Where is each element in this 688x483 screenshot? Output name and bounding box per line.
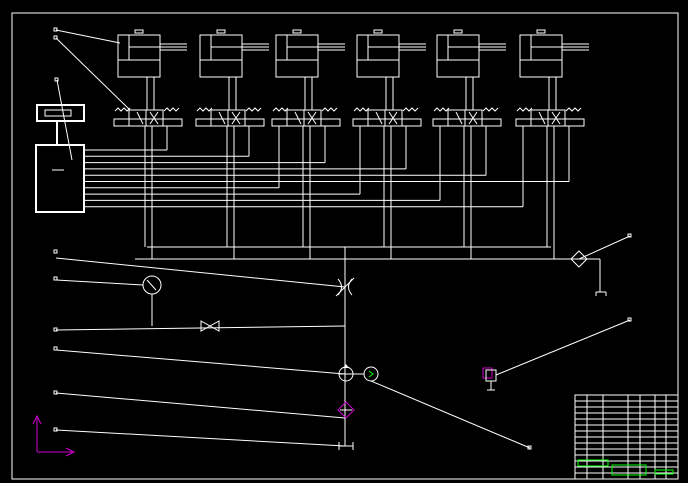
flow-arrow	[218, 111, 226, 125]
shutoff-valve	[53, 320, 346, 332]
valve-4	[352, 107, 422, 259]
valve-body	[515, 118, 585, 127]
port	[536, 29, 546, 34]
spring-right	[482, 107, 499, 112]
valve-body	[271, 118, 341, 127]
pressure-switch	[482, 317, 632, 391]
spring-right	[565, 107, 582, 112]
cylinder-cap	[275, 59, 319, 78]
leader-line	[55, 29, 121, 44]
flow-arrow	[551, 111, 561, 125]
title-green-block	[577, 459, 609, 467]
pressure-gauge	[53, 275, 162, 326]
spring-left	[433, 107, 450, 112]
control-signal-lines	[84, 126, 570, 208]
title-green-block	[611, 464, 647, 476]
spring-right	[321, 107, 338, 112]
flow-arrow	[294, 111, 302, 125]
port	[292, 29, 302, 34]
cylinder-5	[436, 29, 506, 110]
leader-line	[55, 37, 131, 111]
leader-tag	[53, 27, 58, 32]
valve-body	[195, 118, 265, 127]
flow-arrow	[136, 111, 144, 125]
title-green-block	[654, 469, 674, 475]
sheet-border	[11, 12, 679, 480]
leader-tag	[53, 35, 58, 40]
ucs-axis-icon	[32, 414, 76, 457]
controller-box	[35, 77, 85, 213]
valve-2	[195, 107, 265, 259]
label-leaders	[53, 27, 131, 111]
port	[453, 29, 463, 34]
cylinder-cap	[199, 59, 243, 78]
valve-6	[515, 107, 585, 259]
reservoir	[53, 427, 354, 450]
spring-right	[245, 107, 262, 112]
port	[134, 29, 144, 34]
valve-3	[271, 107, 341, 259]
spring-left	[196, 107, 213, 112]
flow-arrow	[455, 111, 463, 125]
port	[373, 29, 383, 34]
suction-filter	[53, 390, 355, 419]
spring-right	[163, 107, 180, 112]
spring-left	[516, 107, 533, 112]
flow-arrow	[307, 111, 317, 125]
return-filter	[570, 233, 632, 268]
actuator-units	[53, 27, 589, 259]
cylinder-cap	[519, 59, 563, 78]
cylinder-cap	[356, 59, 400, 78]
valve-1	[113, 107, 183, 259]
spring-left	[353, 107, 370, 112]
valve-body	[352, 118, 422, 127]
valve-5	[432, 107, 502, 259]
cylinder-3	[275, 29, 345, 110]
throttle-valve	[53, 249, 355, 297]
supply-manifold	[135, 246, 607, 296]
cylinder-1	[117, 29, 187, 110]
flow-arrow	[149, 111, 159, 125]
valve-body	[432, 118, 502, 127]
flow-arrow	[468, 111, 478, 125]
flow-arrow	[375, 111, 383, 125]
cylinder-2	[199, 29, 269, 110]
spring-left	[114, 107, 131, 112]
flow-arrow	[388, 111, 398, 125]
valve-body	[113, 118, 183, 127]
flow-arrow	[538, 111, 546, 125]
cylinder-cap	[117, 59, 161, 78]
flow-arrow	[231, 111, 241, 125]
cylinder-cap	[436, 59, 480, 78]
spring-left	[272, 107, 289, 112]
cylinder-6	[519, 29, 589, 110]
pump	[53, 346, 532, 450]
port	[216, 29, 226, 34]
title-block	[574, 394, 679, 480]
spring-right	[402, 107, 419, 112]
cylinder-4	[356, 29, 426, 110]
